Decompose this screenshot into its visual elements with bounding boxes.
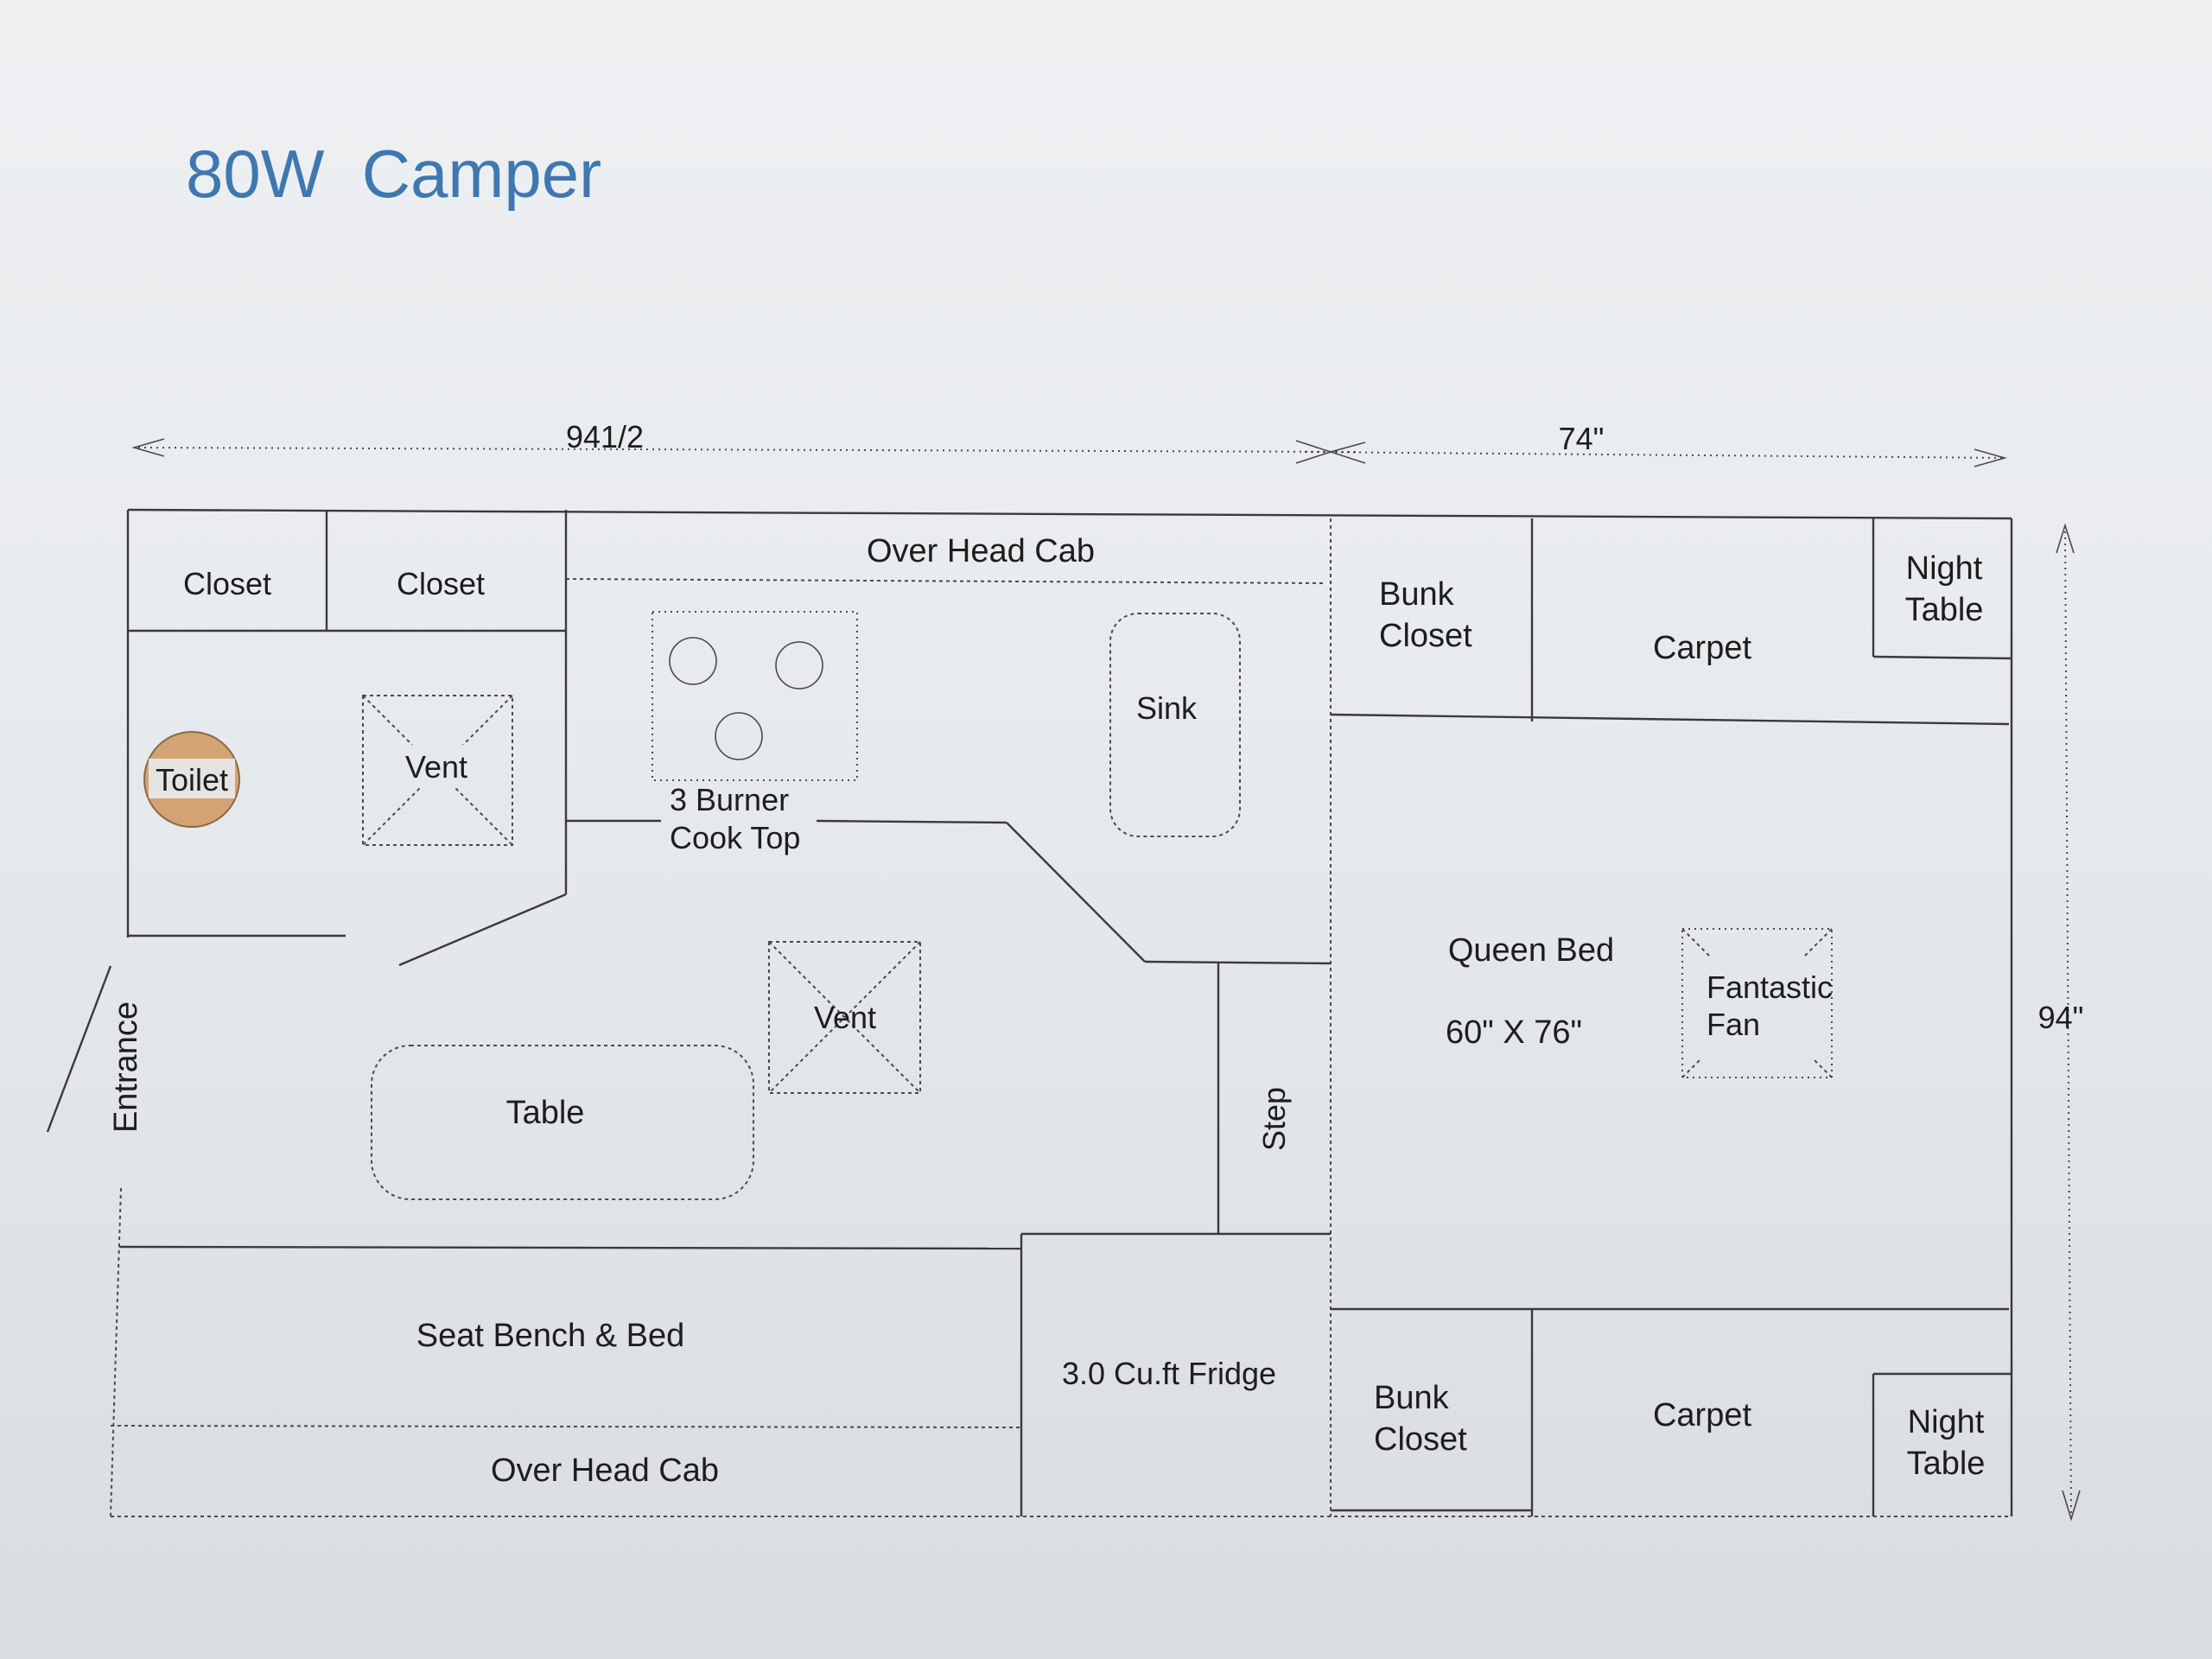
over-head-cab-top-label: Over Head Cab bbox=[867, 533, 1095, 569]
toilet-label: Toilet bbox=[156, 762, 228, 798]
seat-bench-label: Seat Bench & Bed bbox=[416, 1318, 685, 1354]
fridge-label: 3.0 Cu.ft Fridge bbox=[1062, 1356, 1276, 1391]
queen-bed-size-label: 60" X 76" bbox=[1446, 1014, 1582, 1051]
toilet-label-bg bbox=[149, 759, 235, 798]
night-table-bottom-label-line1: Night bbox=[1908, 1404, 1985, 1440]
vent-2-icon bbox=[768, 941, 921, 1094]
outer-walls bbox=[110, 508, 2013, 1517]
closets-area bbox=[46, 510, 568, 1133]
vent-2-label: Vent bbox=[814, 1000, 876, 1035]
rear-top-row bbox=[1330, 518, 2012, 726]
cook-top-label-line1: 3 Burner bbox=[670, 782, 789, 817]
step-label: Step bbox=[1256, 1087, 1292, 1151]
fan-label-line1: Fantastic bbox=[1707, 969, 1833, 1005]
bunk-closet-top-label-line1: Bunk bbox=[1379, 576, 1455, 613]
carpet-bottom-label: Carpet bbox=[1653, 1397, 1751, 1433]
over-head-cab-top-divider bbox=[565, 578, 1327, 584]
over-head-cab-bottom-label: Over Head Cab bbox=[491, 1452, 719, 1489]
closet-1-label: Closet bbox=[183, 566, 271, 601]
cook-top-label-line2: Cook Top bbox=[670, 820, 800, 855]
bunk-closet-bottom-label-line1: Bunk bbox=[1374, 1380, 1450, 1416]
dim-rear-length: 74" bbox=[1559, 421, 1605, 456]
dimension-lines bbox=[131, 438, 2081, 1522]
dim-width: 94" bbox=[2038, 1000, 2084, 1035]
fantastic-fan-icon bbox=[1681, 928, 1833, 1078]
queen-bed-label: Queen Bed bbox=[1448, 932, 1614, 969]
entrance-label: Entrance bbox=[108, 1001, 144, 1133]
table-label: Table bbox=[506, 1095, 585, 1131]
night-table-top-label-line2: Table bbox=[1905, 592, 1984, 628]
plan-title: 80W Camper bbox=[186, 136, 601, 212]
night-table-top-label-line1: Night bbox=[1906, 550, 1983, 587]
table-icon bbox=[371, 1045, 754, 1200]
fan-label-line2: Fan bbox=[1707, 1007, 1760, 1042]
carpet-top-label: Carpet bbox=[1653, 630, 1751, 666]
lower-cabinetry bbox=[110, 1232, 1331, 1516]
vent-1-label-bg bbox=[393, 745, 484, 786]
night-table-bottom-label-line2: Table bbox=[1907, 1446, 1986, 1482]
dim-front-length: 941/2 bbox=[566, 419, 644, 454]
bunk-closet-bottom-label-line2: Closet bbox=[1374, 1421, 1467, 1458]
bunk-closet-top-label-line2: Closet bbox=[1379, 618, 1472, 654]
sink-label: Sink bbox=[1136, 690, 1198, 726]
vent-1-label: Vent bbox=[405, 749, 467, 785]
counter bbox=[566, 819, 1332, 1234]
closet-2-label: Closet bbox=[397, 566, 485, 601]
cook-top bbox=[652, 611, 858, 781]
sink-icon bbox=[1109, 613, 1241, 837]
rear-bottom-row bbox=[1331, 1307, 2012, 1516]
